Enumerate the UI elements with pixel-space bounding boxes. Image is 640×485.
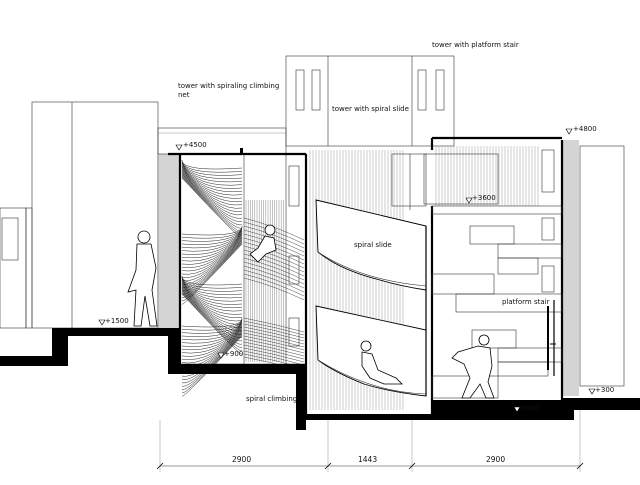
label-spiral-climbing: spiral climbing (246, 395, 297, 403)
background-buildings (0, 55, 625, 387)
person-standing (127, 230, 158, 327)
level-000: ±000 (520, 404, 539, 412)
level-markers: +4500 +4800 +3600 +1500 +900 +300 ±000 (98, 125, 614, 413)
level-3600: +3600 (472, 194, 496, 202)
child-on-stair (451, 334, 495, 399)
label-tower-platform-stair: tower with platform stair (432, 41, 519, 49)
level-4800: +4800 (573, 125, 597, 133)
dimension-2900-left: 2900 (232, 455, 251, 464)
platform-stair-tower (391, 136, 564, 414)
child-on-slide (360, 340, 403, 385)
label-platform-stair: platform stair (502, 298, 550, 306)
spiral-slide-tower (305, 154, 427, 397)
slide-panel-lower (315, 305, 427, 397)
level-4500: +4500 (183, 141, 207, 149)
label-tower-climbing-net: tower with spiraling climbing net (178, 82, 282, 99)
label-tower-spiral-slide: tower with spiral slide (332, 105, 409, 113)
level-900: +900 (224, 350, 243, 358)
ground-section (0, 152, 640, 430)
dimension-1443: 1443 (358, 455, 377, 464)
climbing-net-tower (179, 148, 307, 397)
slide-panel-upper (315, 199, 427, 291)
dimension-line: 2900 1443 2900 (156, 410, 584, 472)
level-300: +300 (595, 386, 614, 394)
annotations: tower with platform stair tower with spi… (178, 41, 550, 403)
dimension-2900-right: 2900 (486, 455, 505, 464)
child-on-net (249, 224, 277, 263)
label-spiral-slide: spiral slide (354, 241, 392, 249)
small-marker (240, 148, 243, 154)
level-1500: +1500 (105, 317, 129, 325)
